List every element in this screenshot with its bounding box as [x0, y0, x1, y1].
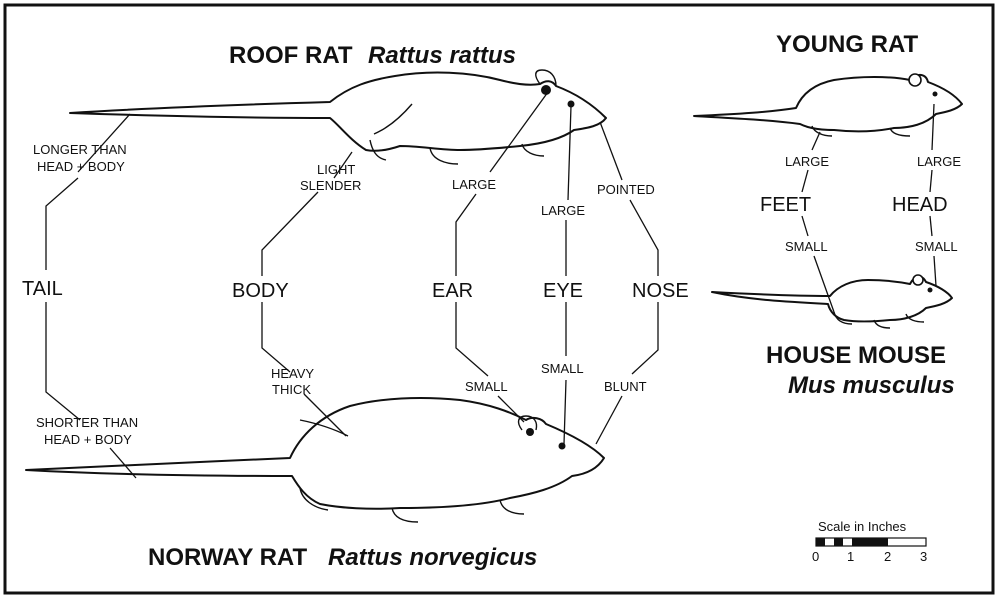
eye-bottom-label: SMALL — [541, 361, 584, 376]
scale-tick-label: 0 — [812, 549, 819, 564]
house-mouse-title: HOUSE MOUSE — [766, 342, 946, 369]
scale-title: Scale in Inches — [818, 519, 907, 534]
house-mouse-latin-name: Mus musculus — [788, 372, 955, 399]
body-bottom-label: THICK — [272, 382, 311, 397]
feet-bottom-label: SMALL — [785, 239, 828, 254]
feet-label: FEET — [760, 194, 811, 216]
tail-bottom-label: HEAD + BODY — [44, 432, 132, 447]
scale-segment — [834, 538, 843, 546]
scale-segment — [816, 538, 825, 546]
ear-top-label: LARGE — [452, 177, 496, 192]
head-bottom-label: SMALL — [915, 239, 958, 254]
norway-rat-title: NORWAY RAT — [148, 544, 307, 571]
tail-top-label: HEAD + BODY — [37, 159, 125, 174]
scale-tick-label: 3 — [920, 549, 927, 564]
ear-label: EAR — [432, 280, 473, 302]
nose-label: NOSE — [632, 280, 689, 302]
tail-bottom-label: SHORTER THAN — [36, 415, 138, 430]
body-label: BODY — [232, 280, 289, 302]
roof-rat-latin-name: Rattus rattus — [368, 42, 516, 69]
connector-lines — [45, 91, 937, 479]
body-top-label: SLENDER — [300, 178, 361, 193]
eye-top-label: LARGE — [541, 203, 585, 218]
house-mouse-illustration — [711, 274, 953, 329]
scale-tick-label: 1 — [847, 549, 854, 564]
young-rat-illustration — [693, 73, 963, 137]
scale-segment — [852, 538, 888, 546]
nose-bottom-label: BLUNT — [604, 379, 647, 394]
eye-label: EYE — [543, 280, 583, 302]
body-top-label: LIGHT — [317, 162, 355, 177]
head-top-label: LARGE — [917, 154, 961, 169]
feet-top-label: LARGE — [785, 154, 829, 169]
roof-rat-illustration — [69, 69, 607, 165]
norway-rat-latin-name: Rattus norvegicus — [328, 544, 537, 571]
ear-bottom-label: SMALL — [465, 379, 508, 394]
norway-rat-illustration — [25, 397, 605, 523]
scale-tick-label: 2 — [884, 549, 891, 564]
body-bottom-label: HEAVY — [271, 366, 314, 381]
scale-bar: Scale in Inches 0 1 2 3 — [812, 519, 927, 564]
young-rat-title: YOUNG RAT — [776, 31, 919, 58]
roof-rat-title: ROOF RAT — [229, 42, 353, 69]
tail-label: TAIL — [22, 278, 63, 300]
tail-top-label: LONGER THAN — [33, 142, 127, 157]
nose-top-label: POINTED — [597, 182, 655, 197]
head-label: HEAD — [892, 194, 948, 216]
